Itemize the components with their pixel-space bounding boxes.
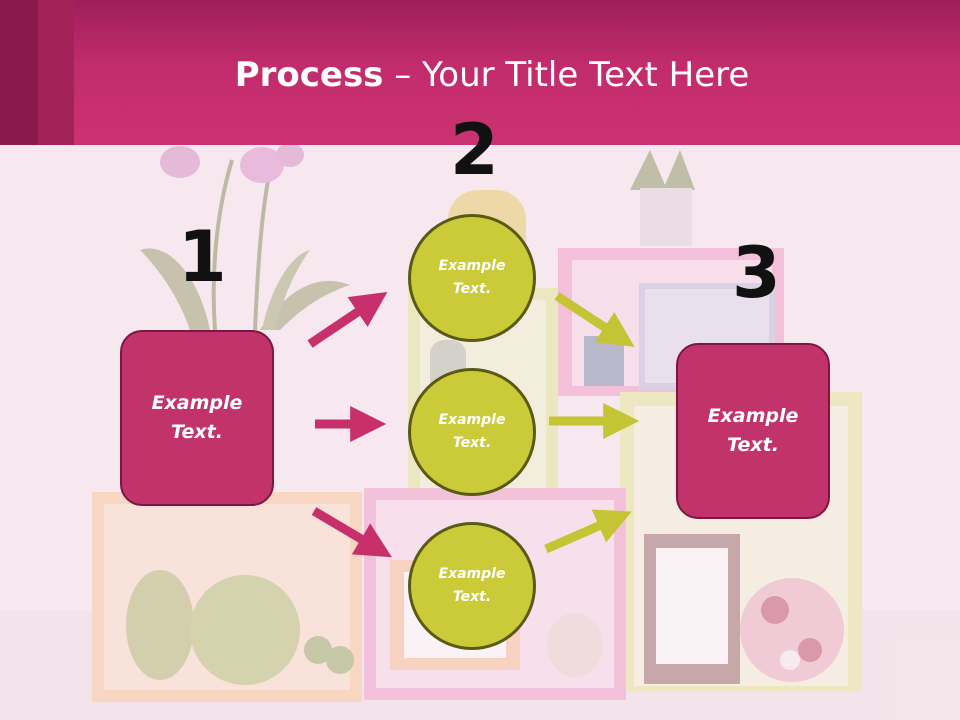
header-accent-strip <box>0 0 38 145</box>
step-number-3[interactable]: 3 <box>732 232 781 314</box>
slide-title[interactable]: Process – Your Title Text Here <box>0 50 960 100</box>
arrow-olive-up <box>544 509 632 554</box>
right-text-box[interactable]: Example Text. <box>676 343 830 519</box>
circle-top[interactable]: Example Text. <box>408 214 536 342</box>
header-accent-strip-2 <box>38 0 74 145</box>
step-number-1[interactable]: 1 <box>178 216 227 298</box>
arrow-pink-up <box>307 291 388 348</box>
title-rest-part: – Your Title Text Here <box>383 55 750 95</box>
circle-middle-text: Example Text. <box>438 412 506 451</box>
right-box-text: Example Text. <box>707 405 799 456</box>
title-bold-part: Process <box>234 55 384 95</box>
circle-bottom-text: Example Text. <box>438 566 506 605</box>
circle-middle[interactable]: Example Text. <box>408 368 536 496</box>
title-bar: Process – Your Title Text Here <box>0 0 960 145</box>
circle-top-text: Example Text. <box>438 258 506 297</box>
circle-bottom[interactable]: Example Text. <box>408 522 536 650</box>
step-number-2[interactable]: 2 <box>450 109 499 191</box>
left-box-text: Example Text. <box>151 392 243 443</box>
arrow-pink-down <box>311 507 392 558</box>
left-text-box[interactable]: Example Text. <box>120 330 274 506</box>
arrow-olive-down <box>554 292 635 347</box>
